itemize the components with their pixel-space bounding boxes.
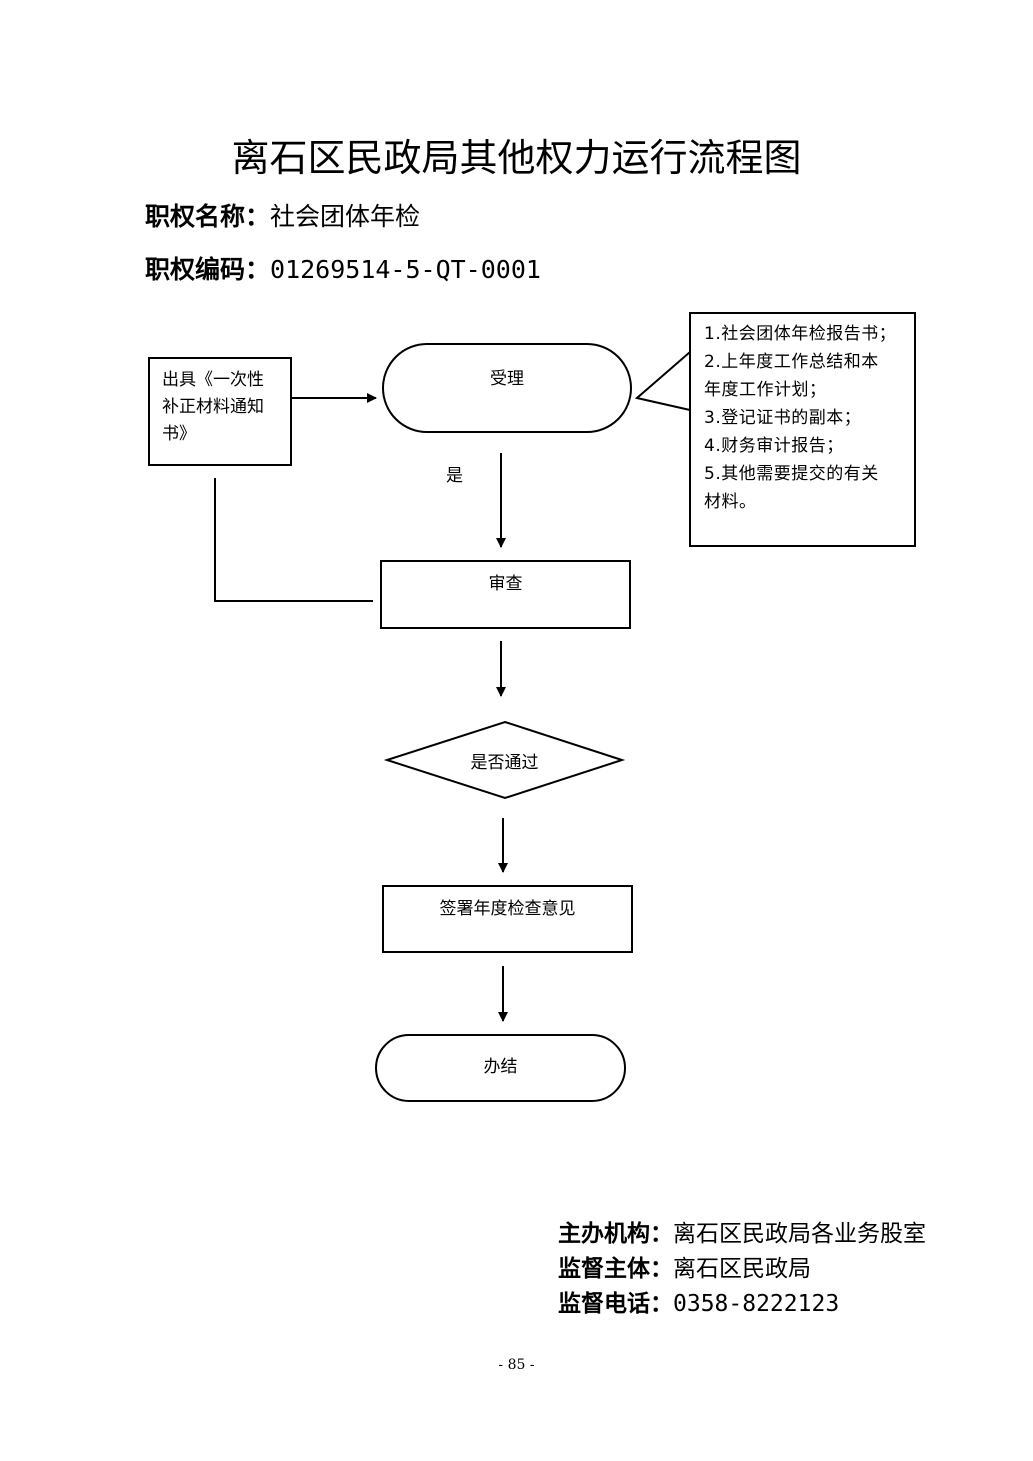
materials-line-7: 材料。	[704, 492, 757, 512]
notice-box: 出具《一次性 补正材料通知 书》	[148, 357, 292, 466]
sign-label: 签署年度检查意见	[439, 899, 576, 919]
footer-host-label: 主办机构：	[558, 1221, 673, 1247]
footer-host-row: 主办机构：离石区民政局各业务股室	[558, 1218, 926, 1250]
power-name-value: 社会团体年检	[270, 202, 421, 231]
power-name-row: 职权名称：社会团体年检	[145, 200, 420, 234]
footer-host-value: 离石区民政局各业务股室	[673, 1221, 926, 1247]
materials-line-3: 年度工作计划；	[704, 380, 827, 400]
review-label: 审查	[488, 574, 523, 594]
callout-pointer	[634, 351, 691, 411]
notice-line-1: 出具《一次性	[162, 370, 264, 390]
power-code-row: 职权编码：01269514-5-QT-0001	[145, 253, 541, 287]
materials-callout: 1.社会团体年检报告书； 2.上年度工作总结和本 年度工作计划； 3.登记证书的…	[689, 312, 916, 547]
footer-phone-value: 0358-8222123	[673, 1291, 840, 1317]
accept-label: 受理	[490, 369, 524, 389]
footer-supervisor-value: 离石区民政局	[673, 1256, 811, 1282]
notice-line-3: 书》	[162, 424, 196, 444]
finish-label: 办结	[483, 1057, 518, 1077]
power-name-label: 职权名称：	[145, 202, 271, 231]
materials-line-4: 3.登记证书的副本；	[704, 408, 862, 428]
decision-diamond	[383, 720, 626, 800]
footer-supervisor-row: 监督主体：离石区民政局	[558, 1253, 811, 1285]
materials-line-6: 5.其他需要提交的有关	[704, 464, 879, 484]
yes-label: 是	[446, 466, 463, 486]
materials-line-2: 2.上年度工作总结和本	[704, 352, 879, 372]
materials-line-5: 4.财务审计报告；	[704, 436, 844, 456]
accept-terminal	[382, 343, 632, 433]
notice-line-2: 补正材料通知	[162, 397, 264, 417]
sign-box	[382, 885, 633, 953]
page-number: - 85 -	[498, 1357, 535, 1373]
finish-terminal	[375, 1034, 626, 1102]
power-code-value: 01269514-5-QT-0001	[270, 255, 541, 284]
line-review-to-notice	[214, 478, 373, 602]
review-box	[380, 560, 631, 629]
materials-line-1: 1.社会团体年检报告书；	[704, 324, 897, 344]
decision-label: 是否通过	[470, 753, 539, 773]
power-code-label: 职权编码：	[145, 255, 271, 284]
footer-phone-label: 监督电话：	[558, 1291, 673, 1317]
footer-phone-row: 监督电话：0358-8222123	[558, 1288, 839, 1320]
footer-supervisor-label: 监督主体：	[558, 1256, 673, 1282]
page-title: 离石区民政局其他权力运行流程图	[231, 136, 802, 180]
